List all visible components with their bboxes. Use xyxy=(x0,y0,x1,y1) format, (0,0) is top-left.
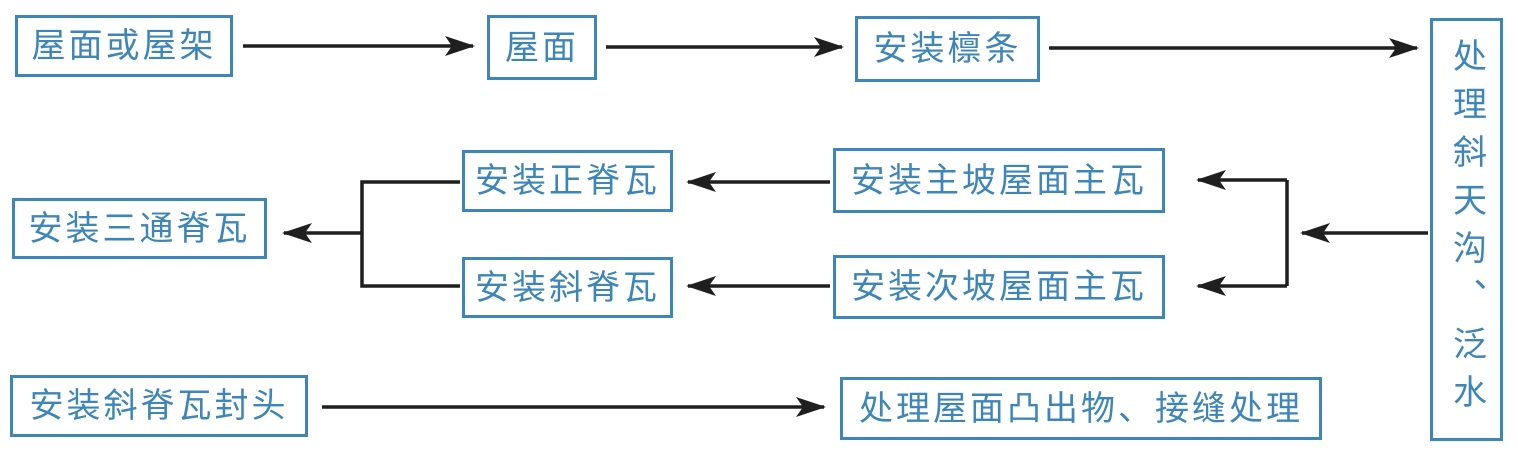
node-install-secondary-slope-tiles: 安装次坡屋面主瓦 xyxy=(833,255,1165,319)
node-install-hip-ridge-end-caps: 安装斜脊瓦封头 xyxy=(10,375,308,437)
merge-bracket-to-three-way-ridge-tiles xyxy=(360,180,460,288)
node-install-purlins: 安装檩条 xyxy=(855,16,1040,82)
node-install-main-ridge-tiles: 安装正脊瓦 xyxy=(462,150,673,212)
node-install-main-slope-tiles: 安装主坡屋面主瓦 xyxy=(833,148,1165,213)
node-handle-valley-flashing: 处理斜天沟、泛水 xyxy=(1430,18,1503,441)
node-handle-roof-protrusions-joints: 处理屋面凸出物、接缝处理 xyxy=(840,377,1322,440)
node-roof: 屋面 xyxy=(487,15,597,80)
node-install-three-way-ridge-tiles: 安装三通脊瓦 xyxy=(12,198,267,259)
node-roof-or-truss: 屋面或屋架 xyxy=(15,15,233,77)
node-install-hip-ridge-tiles: 安装斜脊瓦 xyxy=(462,257,673,318)
